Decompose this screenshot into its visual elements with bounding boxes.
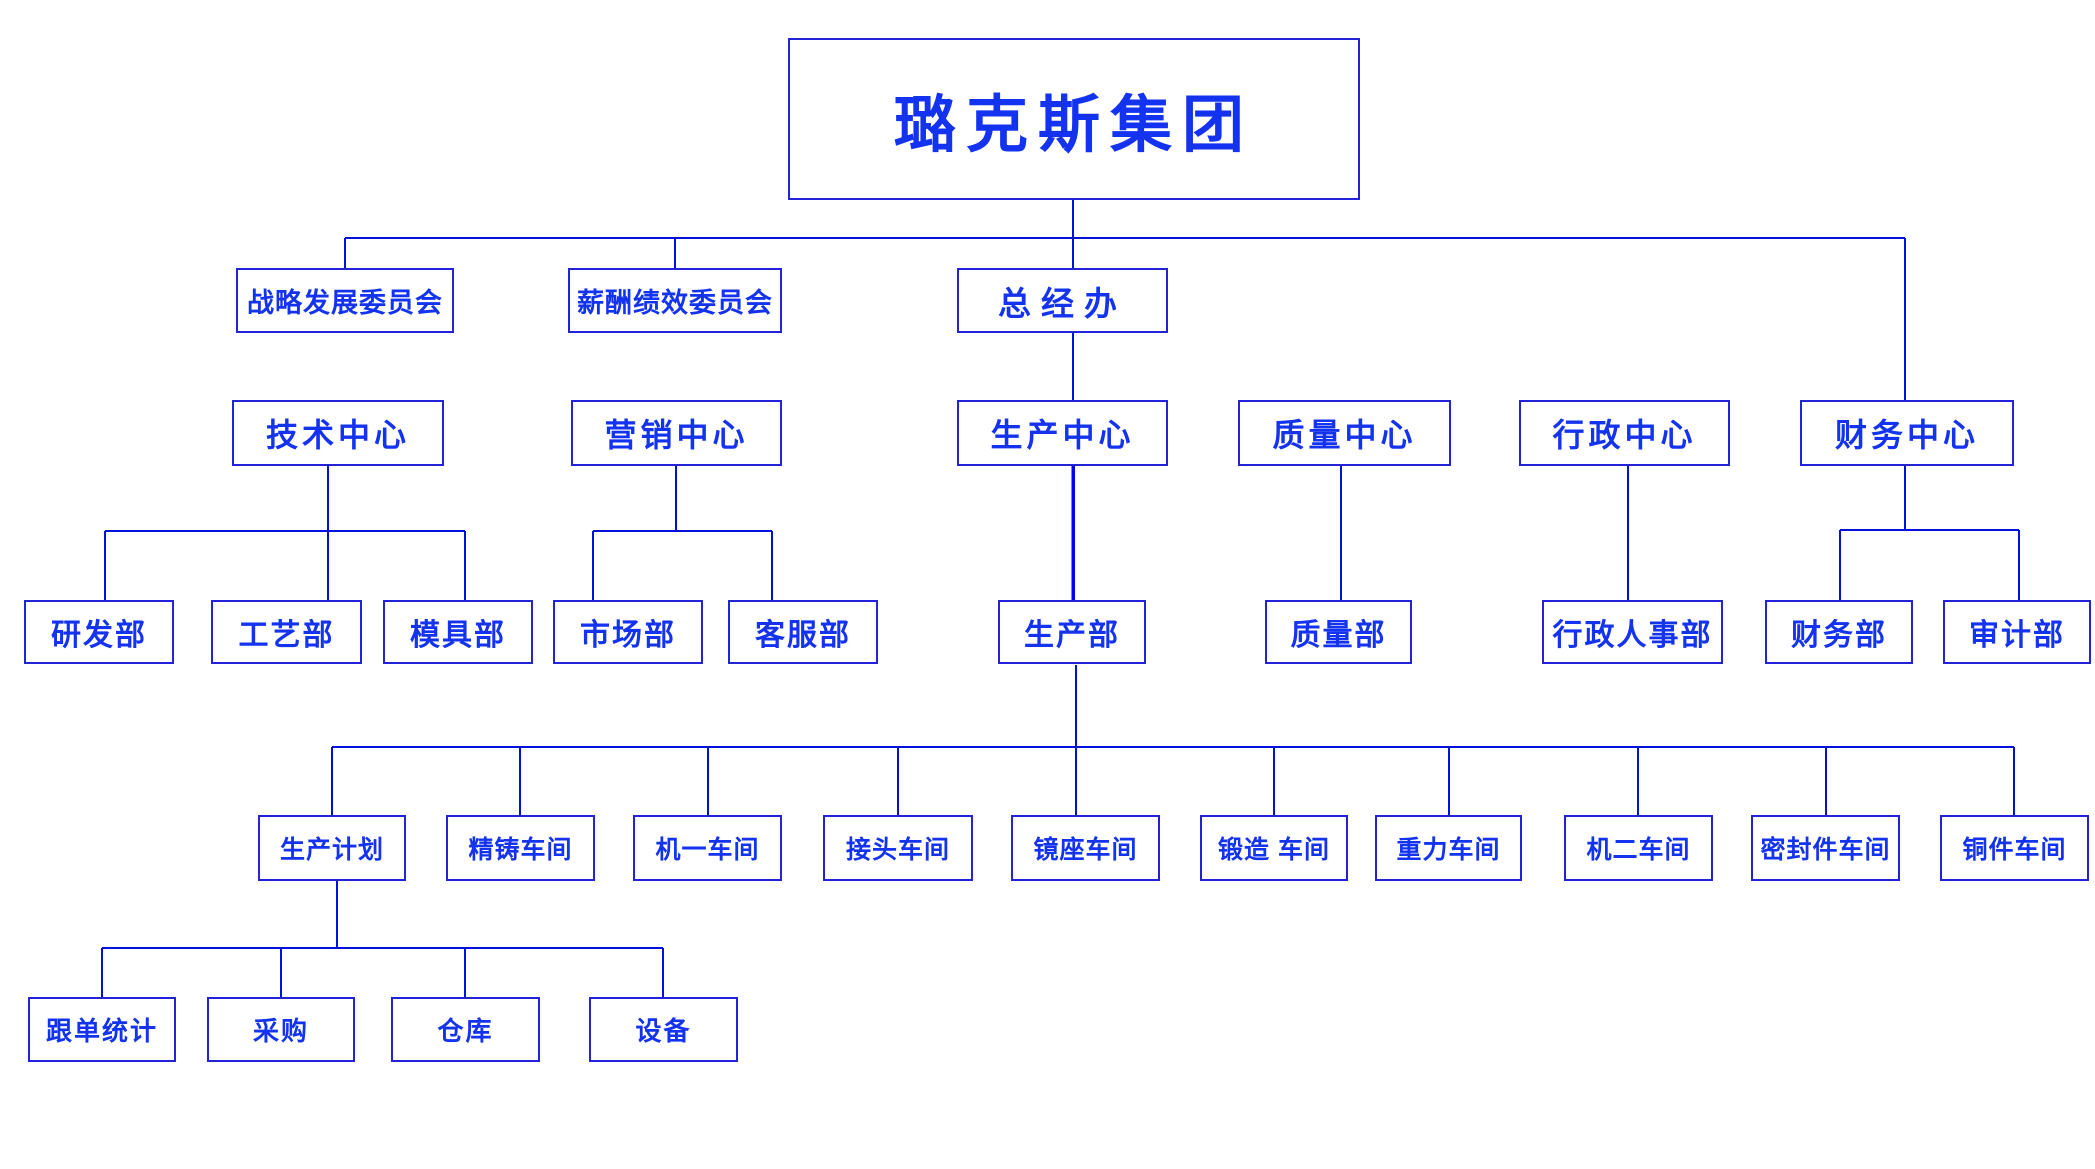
org-node-joint-workshop: 接头车间 xyxy=(823,815,973,881)
org-node-market-dept: 市场部 xyxy=(553,600,703,664)
org-node-mirror-seat-workshop: 镜座车间 xyxy=(1011,815,1160,881)
org-node-admin-hr-dept: 行政人事部 xyxy=(1542,600,1723,664)
org-node-strategy-development-committee: 战略发展委员会 xyxy=(236,268,454,333)
org-node-group-root: 璐克斯集团 xyxy=(788,38,1360,200)
org-node-marketing-center: 营销中心 xyxy=(571,400,782,466)
org-node-quality-dept: 质量部 xyxy=(1265,600,1412,664)
org-node-quality-center: 质量中心 xyxy=(1238,400,1451,466)
org-node-machining-2-workshop: 机二车间 xyxy=(1564,815,1713,881)
org-node-general-manager-office: 总经办 xyxy=(957,268,1168,333)
org-node-gravity-workshop: 重力车间 xyxy=(1375,815,1522,881)
org-node-production-dept: 生产部 xyxy=(998,600,1146,664)
org-node-technology-center: 技术中心 xyxy=(232,400,444,466)
org-node-customer-service-dept: 客服部 xyxy=(728,600,878,664)
org-node-purchasing: 采购 xyxy=(207,997,355,1062)
org-node-order-tracking-statistics: 跟单统计 xyxy=(28,997,176,1062)
org-node-seal-parts-workshop: 密封件车间 xyxy=(1751,815,1900,881)
org-node-mold-dept: 模具部 xyxy=(383,600,533,664)
org-node-forging-workshop: 锻造 车间 xyxy=(1200,815,1348,881)
org-node-craft-dept: 工艺部 xyxy=(211,600,362,664)
org-node-salary-performance-committee: 薪酬绩效委员会 xyxy=(568,268,782,333)
org-node-warehouse: 仓库 xyxy=(391,997,540,1062)
org-node-production-center: 生产中心 xyxy=(957,400,1168,466)
org-node-administration-center: 行政中心 xyxy=(1519,400,1730,466)
org-node-finance-center: 财务中心 xyxy=(1800,400,2014,466)
org-node-production-planning: 生产计划 xyxy=(258,815,406,881)
org-node-finance-dept: 财务部 xyxy=(1765,600,1913,664)
org-node-copper-parts-workshop: 铜件车间 xyxy=(1940,815,2089,881)
org-node-audit-dept: 审计部 xyxy=(1943,600,2091,664)
org-node-rd-dept: 研发部 xyxy=(24,600,174,664)
org-node-equipment: 设备 xyxy=(589,997,738,1062)
org-node-precision-casting-workshop: 精铸车间 xyxy=(446,815,595,881)
org-node-machining-1-workshop: 机一车间 xyxy=(633,815,782,881)
